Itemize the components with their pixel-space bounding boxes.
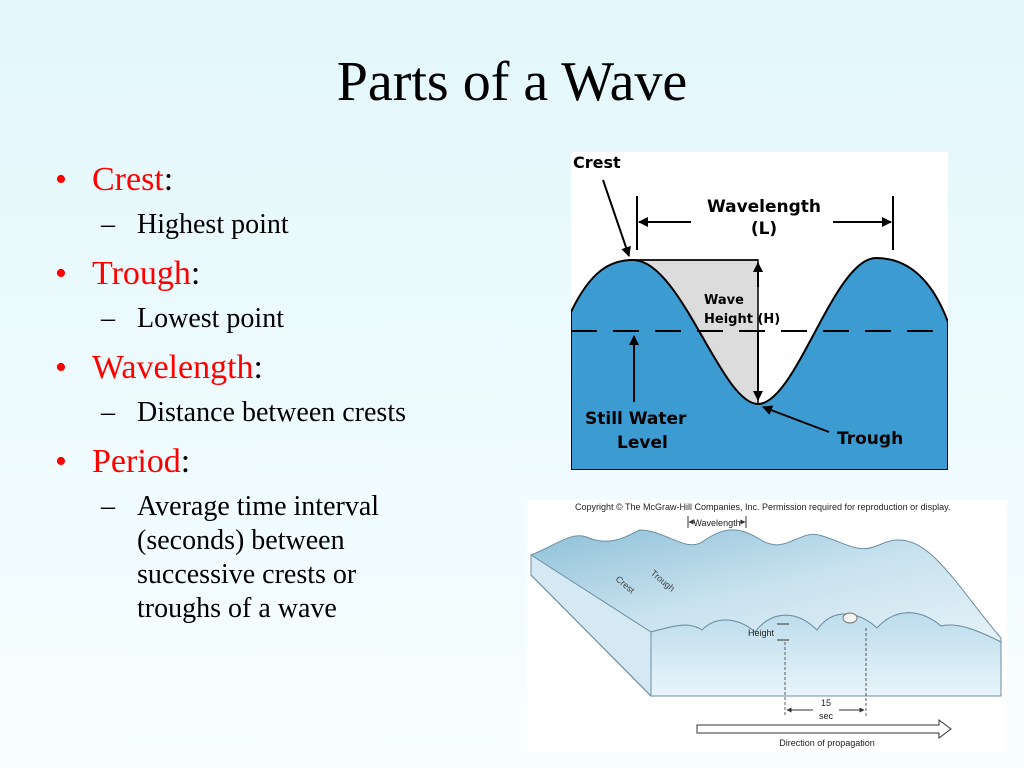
definition-period: Average time interval (seconds) between … [137, 491, 380, 624]
sub-bullet-dash: – [101, 209, 115, 240]
bullet-dot: • [55, 161, 67, 198]
wave-cross-section-diagram: Crest Wavelength (L) Wave Height (H) Sti… [571, 152, 948, 470]
bullet-crest: • Crest: [55, 158, 495, 202]
definition-trough: Lowest point [137, 303, 284, 334]
term-period: Period [92, 443, 181, 480]
label-wavelength: Wavelength [693, 518, 740, 528]
bullet-dot: • [55, 443, 67, 480]
block-front-face [650, 612, 1002, 697]
label-still-water-2: Level [617, 433, 668, 453]
label-wave-height-2: Height (H) [704, 312, 780, 327]
label-period-value: 15 [821, 698, 831, 708]
bullet-wavelength: • Wavelength: [55, 346, 495, 390]
definition-crest: Highest point [137, 209, 289, 240]
term-separator: : [180, 443, 191, 480]
label-wavelength-symbol: (L) [751, 219, 777, 239]
term-crest: Crest [92, 161, 164, 198]
bullet-dot: • [55, 349, 67, 386]
term-trough: Trough [92, 255, 191, 292]
sub-bullet-wavelength: – Distance between crests [101, 396, 495, 430]
trough-arrow [762, 405, 830, 433]
bullet-period: • Period: [55, 440, 495, 484]
sub-bullet-dash: – [101, 303, 115, 334]
slide-title: Parts of a Wave [336, 51, 688, 113]
bullet-trough: • Trough: [55, 252, 495, 296]
term-wavelength: Wavelength [92, 349, 254, 386]
bullet-dot: • [55, 255, 67, 292]
sub-bullet-crest: – Highest point [101, 208, 495, 242]
term-separator: : [163, 161, 174, 198]
crest-arrow [602, 179, 631, 257]
label-wavelength: Wavelength [707, 197, 821, 217]
propagation-arrow [696, 719, 952, 739]
definition-wavelength: Distance between crests [137, 397, 406, 428]
bullet-list: • Crest: – Highest point • Trough: – Low… [55, 158, 495, 636]
wave-3d-block-diagram: Copyright © The McGraw-Hill Companies, I… [527, 500, 1007, 752]
water-body [571, 256, 948, 470]
label-height: Height [748, 628, 775, 638]
term-separator: : [253, 349, 263, 386]
buoy-icon [842, 612, 858, 624]
label-still-water-1: Still Water [585, 409, 687, 429]
sub-bullet-dash: – [101, 397, 115, 428]
term-separator: : [190, 255, 201, 292]
label-wave-height-1: Wave [704, 293, 744, 308]
sub-bullet-period: – Average time interval (seconds) betwee… [101, 490, 421, 626]
block-bottom-edge [530, 574, 652, 697]
copyright-notice: Copyright © The McGraw-Hill Companies, I… [575, 502, 950, 512]
sub-bullet-trough: – Lowest point [101, 302, 495, 336]
label-direction: Direction of propagation [779, 738, 875, 748]
label-trough: Trough [837, 429, 903, 449]
label-period-unit: sec [819, 711, 834, 721]
sub-bullet-dash: – [101, 491, 115, 522]
label-crest: Crest [573, 153, 621, 172]
